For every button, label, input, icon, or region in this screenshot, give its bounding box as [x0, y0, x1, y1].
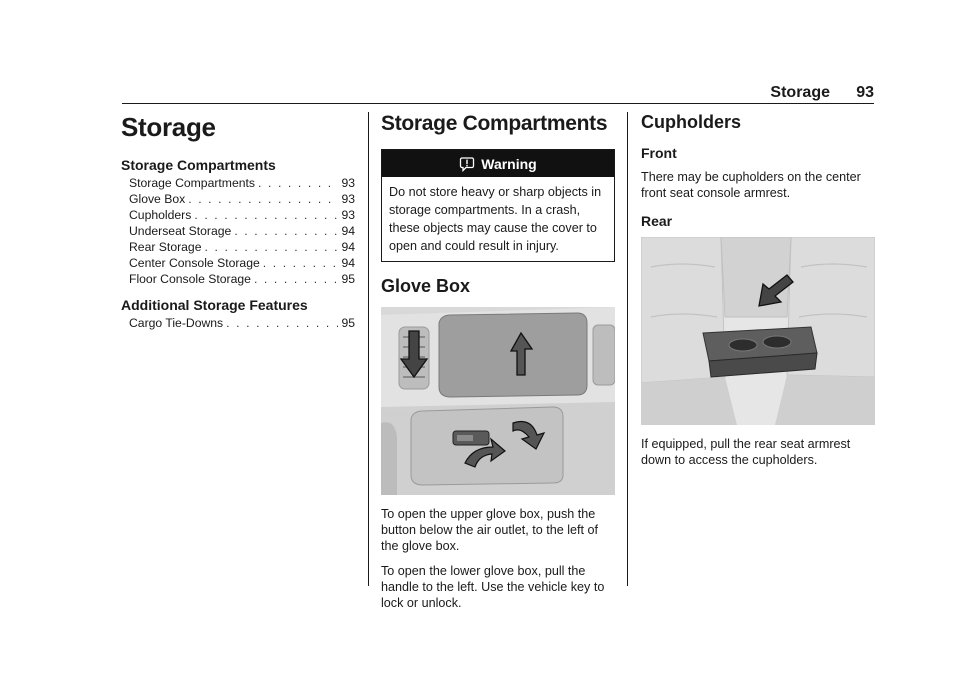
toc-entry-label: Cargo Tie-Downs — [129, 316, 224, 330]
toc-group-title: Additional Storage Features — [121, 297, 308, 313]
toc-entry[interactable]: Floor Console Storage 95 — [121, 271, 355, 287]
running-header: Storage 93 — [122, 84, 874, 104]
header-rule — [122, 103, 874, 104]
toc-entry-page: 94 — [341, 224, 355, 238]
warning-box: Warning Do not store heavy or sharp obje… — [381, 149, 615, 262]
front-subtitle: Front — [641, 145, 677, 161]
rear-subtitle: Rear — [641, 213, 673, 229]
toc-entry[interactable]: Glove Box 93 — [121, 191, 355, 207]
warning-header: Warning — [382, 150, 614, 177]
header-section-title: Storage — [770, 84, 830, 101]
toc-entry[interactable]: Storage Compartments 93 — [121, 175, 355, 191]
rear-cupholder-illustration — [641, 237, 875, 425]
toc-entry-label: Cupholders — [129, 208, 192, 222]
page-number: 93 — [856, 84, 874, 101]
toc-entry[interactable]: Rear Storage 94 — [121, 239, 355, 255]
front-paragraph: There may be cupholders on the center fr… — [641, 170, 861, 200]
rear-paragraph: If equipped, pull the rear seat armrest … — [641, 437, 851, 467]
toc-entry-label: Glove Box — [129, 192, 186, 206]
cupholders-title: Cupholders — [641, 112, 742, 132]
section-title: Storage Compartments — [381, 112, 608, 135]
toc-group-title: Storage Compartments — [121, 157, 276, 173]
toc-entry[interactable]: Cupholders 93 — [121, 207, 355, 223]
toc-entry-page: 95 — [341, 272, 355, 286]
warning-text: Do not store heavy or sharp objects in s… — [389, 185, 602, 253]
column-divider — [627, 112, 628, 586]
toc-entry[interactable]: Underseat Storage 94 — [121, 223, 355, 239]
toc-entry-label: Storage Compartments — [129, 176, 255, 190]
toc-entry[interactable]: Cargo Tie-Downs 95 — [121, 315, 355, 331]
column-divider — [368, 112, 369, 586]
toc-entry-page: 93 — [341, 192, 355, 206]
toc-entry-page: 95 — [341, 316, 355, 330]
storage-compartments-column: Storage Compartments Warning Do not stor… — [381, 112, 615, 620]
glove-box-title: Glove Box — [381, 276, 471, 296]
toc-entry-label: Underseat Storage — [129, 224, 232, 238]
toc-entry-page: 93 — [341, 176, 355, 190]
toc-column: Storage Storage Compartments Storage Com… — [121, 112, 355, 331]
toc-entry[interactable]: Center Console Storage 94 — [121, 255, 355, 271]
toc-entry-label: Floor Console Storage — [129, 272, 251, 286]
cupholders-column: Cupholders Front There may be cupholders… — [641, 112, 875, 477]
glove-box-illustration — [381, 307, 615, 495]
toc-entry-label: Rear Storage — [129, 240, 202, 254]
toc-entry-page: 94 — [341, 256, 355, 270]
glove-box-paragraph: To open the upper glove box, push the bu… — [381, 507, 599, 553]
chapter-title: Storage — [121, 112, 216, 142]
toc-entry-label: Center Console Storage — [129, 256, 260, 270]
toc-entry-page: 93 — [341, 208, 355, 222]
glove-box-paragraph: To open the lower glove box, pull the ha… — [381, 564, 605, 610]
toc-entry-page: 94 — [341, 240, 355, 254]
warning-label: Warning — [481, 155, 537, 172]
warning-icon — [460, 156, 475, 172]
